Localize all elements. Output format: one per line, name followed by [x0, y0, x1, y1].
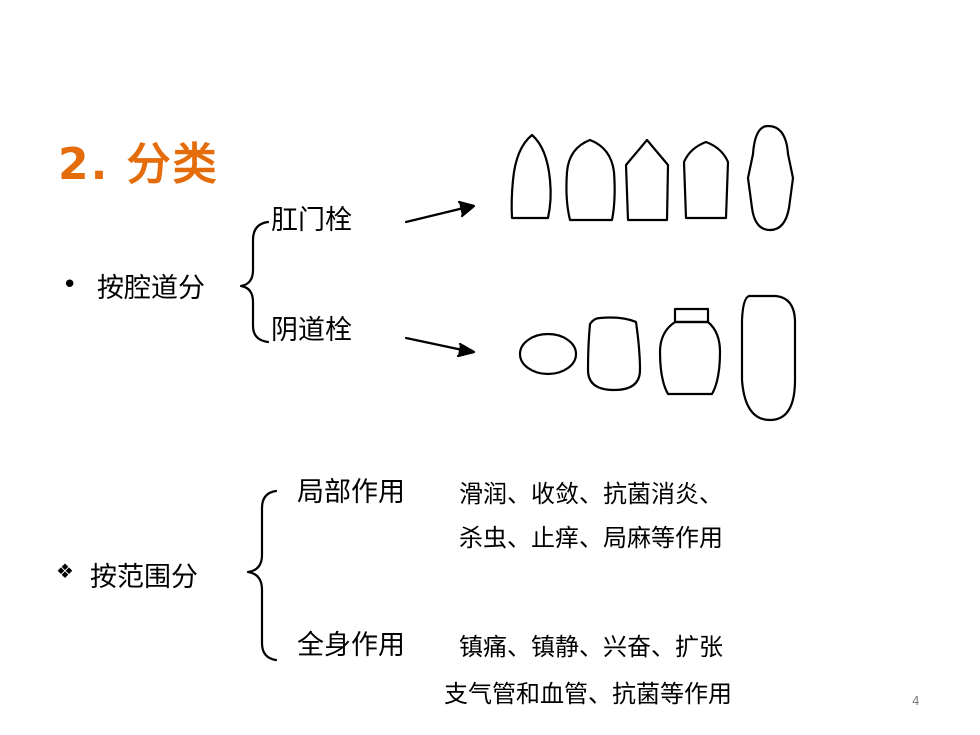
rectal-shape-1: [510, 133, 552, 220]
brace-scope: [246, 489, 278, 662]
local-action-desc-line2: 杀虫、止痒、局麻等作用: [459, 524, 723, 552]
subcategory-rectal: 肛门栓: [271, 205, 352, 236]
vaginal-shape-3: [658, 320, 722, 396]
bullet-dot: •: [62, 270, 78, 300]
vaginal-shape-3-cap: [673, 307, 710, 324]
systemic-action-label: 全身作用: [297, 630, 405, 661]
rectal-shape-5: [746, 124, 795, 232]
rectal-shape-3: [624, 138, 670, 222]
local-action-label: 局部作用: [297, 477, 405, 508]
brace-cavity: [239, 220, 270, 344]
vaginal-shape-1: [518, 332, 578, 376]
systemic-action-desc-line1: 镇痛、镇静、兴奋、扩张: [459, 633, 723, 661]
systemic-action-desc-line2: 支气管和血管、抗菌等作用: [444, 680, 732, 708]
category-by-cavity: 按腔道分: [97, 273, 205, 304]
local-action-desc-line1: 滑润、收敛、抗菌消炎、: [459, 480, 723, 508]
vaginal-shape-2: [586, 316, 642, 392]
rectal-shape-4: [682, 140, 730, 220]
category-by-scope: 按范围分: [90, 562, 198, 593]
slide-title: 2. 分类: [58, 139, 219, 190]
rectal-shape-2: [565, 138, 616, 222]
page-number: 4: [912, 694, 920, 708]
subcategory-vaginal: 阴道栓: [271, 315, 352, 346]
bullet-diamond-icon: ❖: [56, 559, 74, 583]
vaginal-shape-4: [740, 294, 797, 422]
